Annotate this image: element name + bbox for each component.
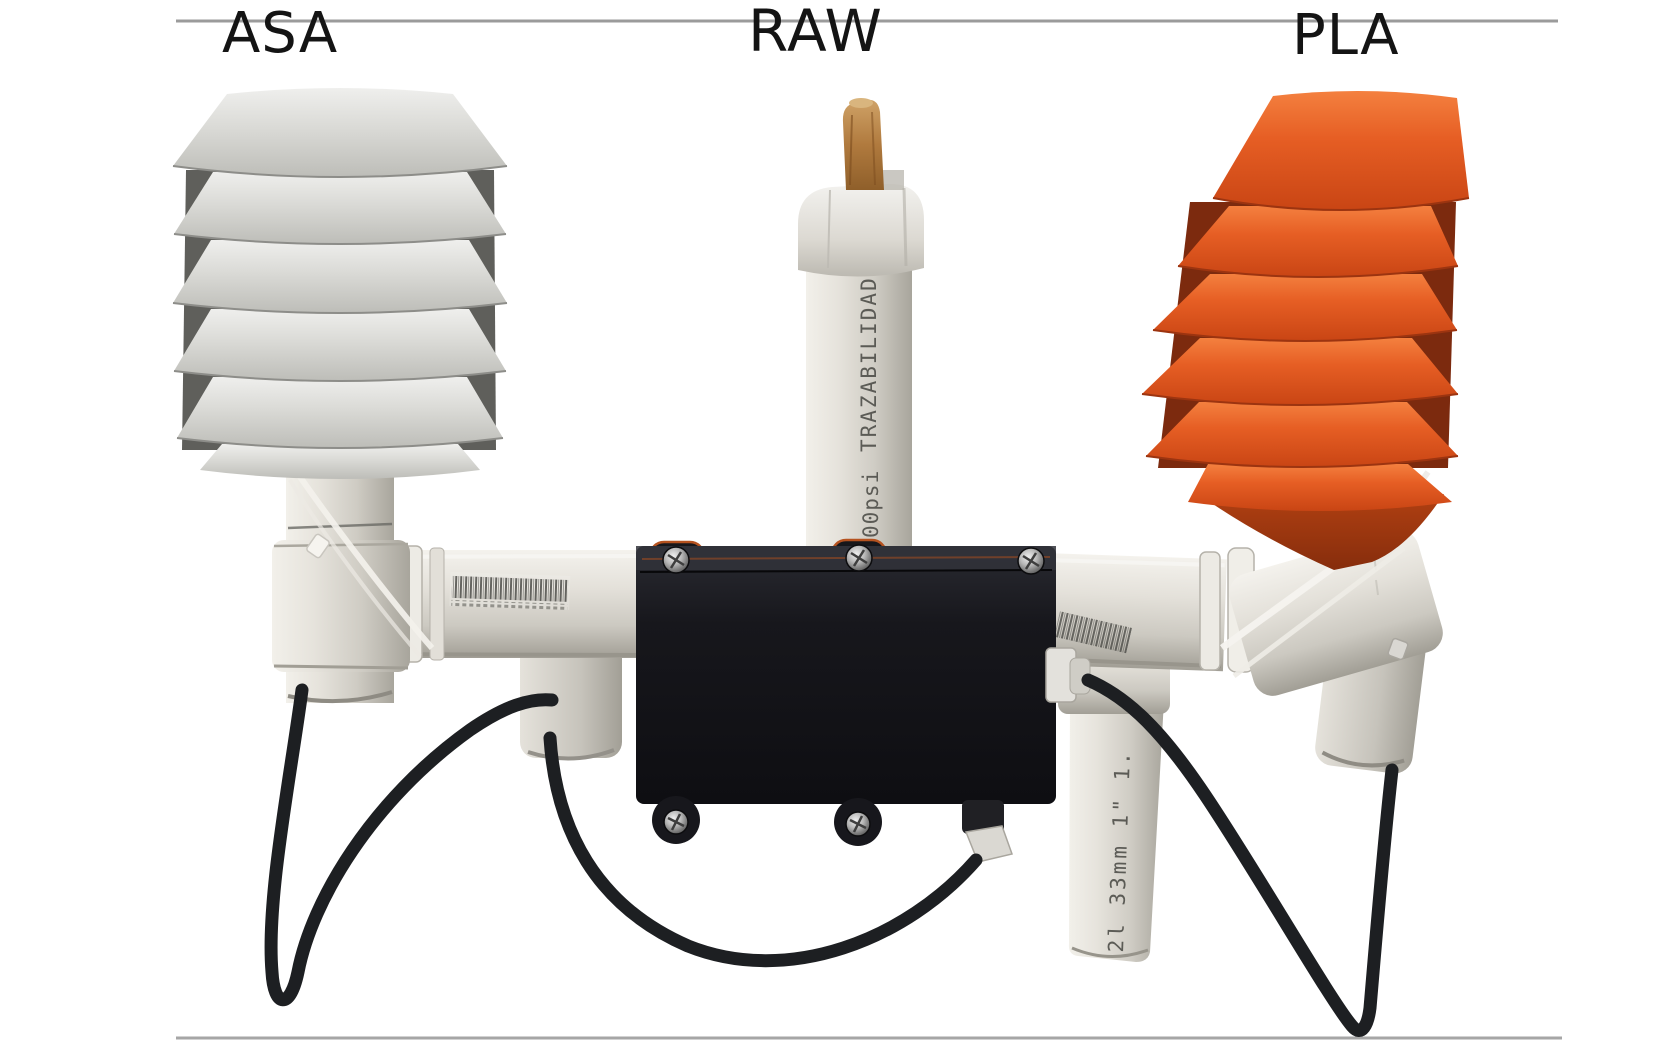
pla-louver xyxy=(1142,338,1458,405)
sensor-cables xyxy=(264,673,1399,1037)
cable-center xyxy=(543,731,983,968)
pipe-seam-line xyxy=(287,522,393,530)
pla-shield xyxy=(1141,90,1470,570)
figure-label-raw: RAW xyxy=(748,0,883,65)
pla-assembly xyxy=(1048,90,1470,962)
raw-tube-marking-text: TRAZABILIDAD xyxy=(857,276,881,452)
enclosure-box xyxy=(636,538,1091,863)
asa-assembly xyxy=(172,88,650,761)
screw xyxy=(845,811,871,837)
asa-louver xyxy=(200,444,480,479)
cable-right xyxy=(1081,673,1399,1037)
asa-tee-fitting xyxy=(272,540,410,672)
raw-assembly xyxy=(798,98,924,550)
pipe-socket-ring xyxy=(429,547,445,661)
screw xyxy=(845,544,873,572)
cable-left xyxy=(264,683,559,1007)
raw-sensor-tip xyxy=(842,98,884,190)
barcode-right-pipe xyxy=(1054,611,1133,654)
cable-gland-bottom xyxy=(962,800,1013,863)
asa-louver xyxy=(173,240,507,313)
pla-louver xyxy=(1153,274,1457,341)
mast-tube xyxy=(1068,700,1164,962)
pla-under-cone xyxy=(1204,494,1444,570)
lid-seam xyxy=(639,569,1053,573)
asa-louver xyxy=(177,377,503,448)
mast-bottom-rim xyxy=(1071,946,1149,959)
asa-louver xyxy=(174,172,506,244)
screw xyxy=(663,809,689,835)
pla-cap xyxy=(1213,90,1469,210)
tee-edge xyxy=(273,542,409,548)
left-elbow-rim xyxy=(527,748,615,761)
left-elbow-fitting xyxy=(520,640,622,758)
figure-label-asa: ASA xyxy=(222,1,339,66)
asa-shield xyxy=(172,88,508,479)
asa-louver xyxy=(174,309,506,381)
screw xyxy=(1017,547,1045,575)
pipe-coupler-ring xyxy=(1199,551,1221,671)
barcode-left-pipe xyxy=(449,571,571,611)
raw-tube xyxy=(806,258,912,550)
screw xyxy=(662,546,690,574)
pla-louver xyxy=(1146,402,1458,467)
tee-edge xyxy=(273,664,409,670)
box-body xyxy=(636,546,1056,804)
pla-louver xyxy=(1188,464,1452,511)
raw-tube-pressure-text: 00psi xyxy=(859,469,883,538)
cap-notch xyxy=(882,170,904,190)
figure-label-pla: PLA xyxy=(1292,3,1400,68)
zip-tie-left xyxy=(288,472,435,658)
pla-louver xyxy=(1178,206,1458,277)
asa-cap xyxy=(173,88,507,177)
